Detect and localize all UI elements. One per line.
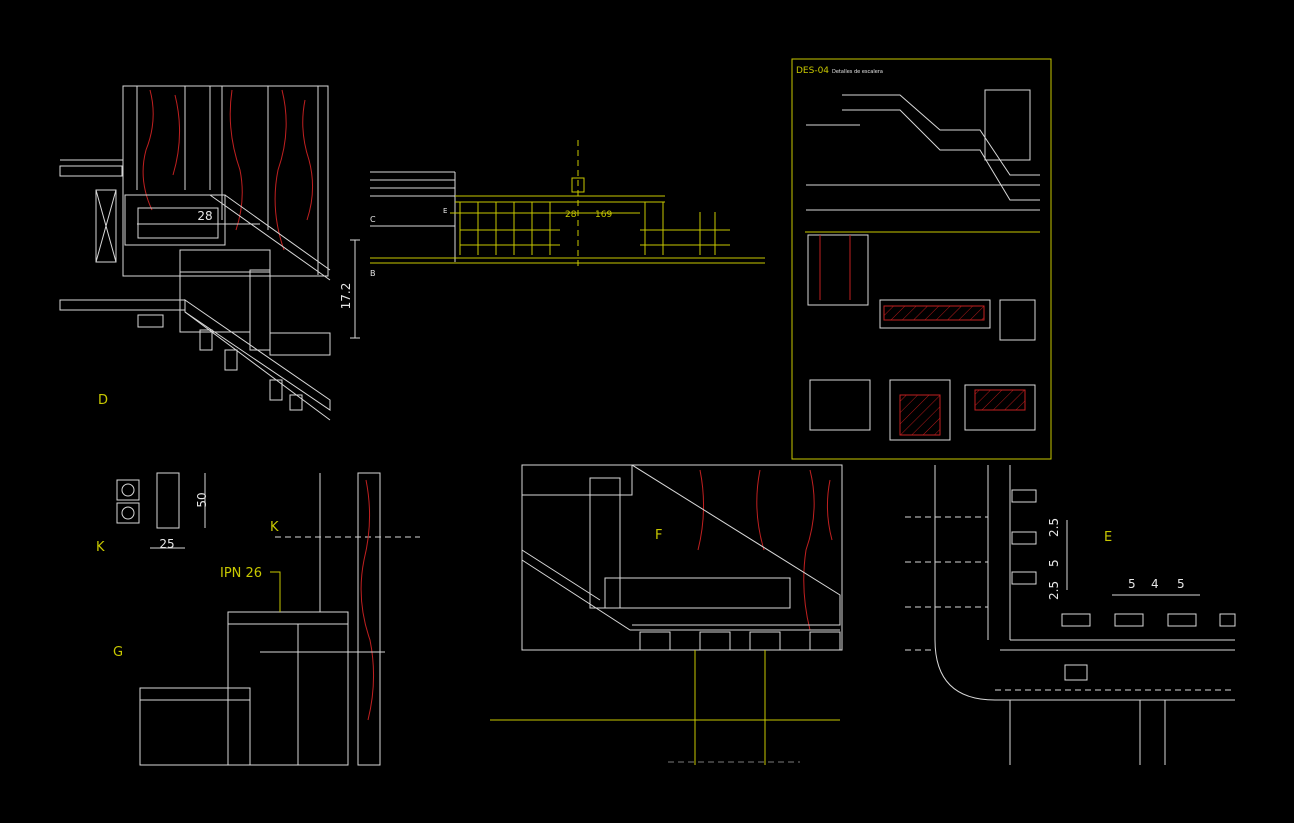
sheet-thumbnail: DES-04 Detalles de escalera: [791, 58, 1052, 460]
detail-d: 28 17.2 D: [59, 85, 360, 421]
detail-k-width-dim: 25: [159, 537, 174, 551]
detail-e-vdim-2: 5: [1047, 559, 1061, 567]
detail-e: 2.5 5 2.5 5 4 5 E: [905, 465, 1236, 765]
detail-k: 50 25 K K: [96, 472, 420, 555]
railing-elevation: 28 169 C B E: [370, 140, 765, 278]
sheet-title: Detalles de escalera: [832, 69, 883, 75]
detail-g-label: G: [113, 645, 123, 660]
detail-d-width-dim: 28: [197, 209, 212, 223]
detail-d-height-dim: 17.2: [339, 283, 353, 310]
detail-k-label-2: K: [270, 520, 279, 535]
elevation-label-e: E: [443, 207, 447, 215]
elevation-dim-a: 28: [565, 210, 577, 220]
detail-k-height-dim: 50: [195, 492, 209, 507]
detail-f-label: F: [655, 528, 662, 543]
detail-e-vdim-3: 2.5: [1047, 518, 1061, 537]
elevation-dim-b: 169: [595, 210, 612, 220]
sheet-code: DES-04: [796, 66, 829, 76]
detail-g: IPN 26 G: [113, 472, 385, 766]
detail-f: F: [490, 464, 843, 765]
detail-e-hdim-3: 5: [1177, 577, 1185, 591]
elevation-label-c: C: [370, 215, 376, 224]
detail-k-label: K: [96, 540, 105, 555]
detail-e-vdim-1: 2.5: [1047, 581, 1061, 600]
detail-e-label: E: [1104, 530, 1112, 545]
detail-e-hdim-1: 5: [1128, 577, 1136, 591]
detail-e-hdim-2: 4: [1151, 577, 1159, 591]
detail-d-label: D: [98, 393, 108, 408]
detail-g-profile-label: IPN 26: [220, 566, 262, 581]
elevation-label-b: B: [370, 269, 376, 278]
